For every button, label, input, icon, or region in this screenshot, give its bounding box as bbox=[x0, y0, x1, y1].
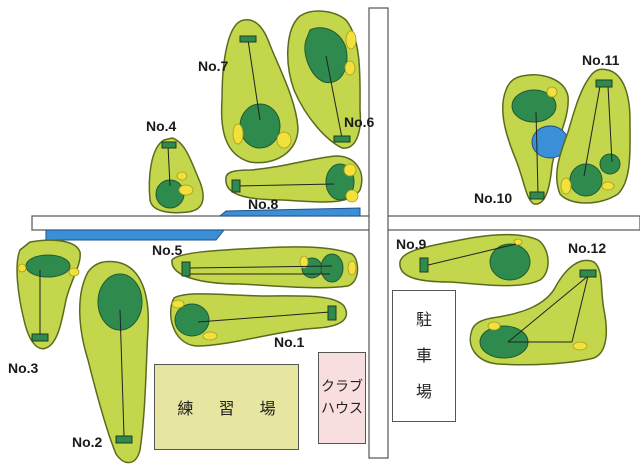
bunker-10 bbox=[546, 86, 558, 98]
tee-12 bbox=[579, 269, 597, 278]
practice-range: 練 習 場 bbox=[154, 364, 299, 450]
bunker-11a bbox=[560, 177, 572, 195]
parking-lot: 駐 車 場 bbox=[392, 290, 456, 422]
hole-label-3: No.3 bbox=[8, 360, 39, 376]
hole-label-4: No.4 bbox=[146, 118, 177, 134]
green-6 bbox=[304, 27, 348, 84]
bunker-6a bbox=[345, 30, 357, 50]
bunker-11b bbox=[601, 181, 615, 191]
tee-4 bbox=[161, 141, 177, 149]
road-network bbox=[31, 7, 640, 459]
road-horizontal bbox=[31, 215, 640, 231]
hole-2 bbox=[79, 260, 150, 464]
bunker-3a bbox=[68, 267, 80, 277]
bunker-5b bbox=[347, 260, 357, 276]
road-vertical-main bbox=[368, 7, 389, 459]
bunker-5a bbox=[299, 255, 309, 269]
green-3 bbox=[25, 254, 71, 278]
hole-7 bbox=[220, 19, 299, 164]
clubhouse-label-line2: ハウス bbox=[321, 401, 363, 417]
hole-11 bbox=[555, 68, 631, 204]
green-5b bbox=[320, 253, 344, 283]
hole-12 bbox=[469, 259, 608, 366]
clubhouse: クラブ ハウス bbox=[318, 352, 366, 444]
tee-6 bbox=[333, 135, 351, 143]
hole-8 bbox=[225, 155, 363, 203]
hole-10 bbox=[502, 74, 569, 205]
hole-4 bbox=[148, 137, 204, 214]
bunker-9 bbox=[513, 238, 523, 246]
hole-5 bbox=[171, 246, 359, 289]
parking-label-line2: 車 bbox=[415, 346, 432, 365]
water-hazard-no8 bbox=[218, 207, 361, 217]
green-1 bbox=[174, 303, 210, 337]
tee-8 bbox=[231, 179, 241, 193]
hole-label-1: No.1 bbox=[274, 334, 305, 350]
bunker-1a bbox=[171, 299, 185, 309]
practice-range-label: 練 習 場 bbox=[177, 399, 286, 418]
tee-1 bbox=[327, 305, 337, 321]
bunker-12b bbox=[572, 341, 588, 351]
green-2 bbox=[97, 273, 143, 331]
road-intersection bbox=[370, 215, 387, 231]
hole-6 bbox=[287, 10, 362, 149]
tee-5 bbox=[181, 261, 191, 277]
green-10 bbox=[511, 89, 557, 123]
hole-label-10: No.10 bbox=[474, 190, 513, 206]
hole-label-9: No.9 bbox=[396, 236, 427, 252]
bunker-12a bbox=[487, 321, 501, 331]
tee-10 bbox=[529, 191, 545, 200]
bunker-4a bbox=[178, 184, 194, 196]
green-9 bbox=[489, 243, 531, 281]
bunker-4b bbox=[176, 171, 188, 181]
bunker-8a bbox=[343, 163, 357, 177]
green-11b bbox=[599, 153, 621, 175]
bunker-7a bbox=[232, 123, 244, 145]
hole-label-8: No.8 bbox=[248, 196, 279, 212]
hole-label-7: No.7 bbox=[198, 58, 229, 74]
bunker-3b bbox=[17, 263, 27, 273]
tee-7 bbox=[239, 35, 257, 43]
hole-label-5: No.5 bbox=[152, 242, 183, 258]
tee-9 bbox=[419, 257, 429, 273]
tee-2 bbox=[115, 435, 133, 444]
hole-label-2: No.2 bbox=[72, 434, 103, 450]
hole-3 bbox=[16, 239, 81, 350]
bunker-8b bbox=[345, 189, 359, 203]
hole-1 bbox=[170, 293, 348, 347]
green-11a bbox=[569, 163, 603, 197]
clubhouse-label-line1: クラブ bbox=[321, 379, 363, 395]
bunker-1b bbox=[202, 331, 218, 341]
bunker-7b bbox=[276, 131, 292, 149]
water-hazard-south bbox=[45, 229, 226, 241]
hole-label-6: No.6 bbox=[344, 114, 375, 130]
hole-label-12: No.12 bbox=[568, 240, 607, 256]
parking-label-line1: 駐 bbox=[415, 310, 432, 329]
green-7 bbox=[239, 103, 281, 149]
bunker-6b bbox=[344, 60, 356, 76]
tee-11 bbox=[595, 79, 613, 88]
tee-3 bbox=[31, 333, 49, 342]
hole-label-11: No.11 bbox=[582, 52, 620, 68]
hole-9 bbox=[399, 233, 549, 287]
parking-label-line3: 場 bbox=[415, 382, 432, 401]
